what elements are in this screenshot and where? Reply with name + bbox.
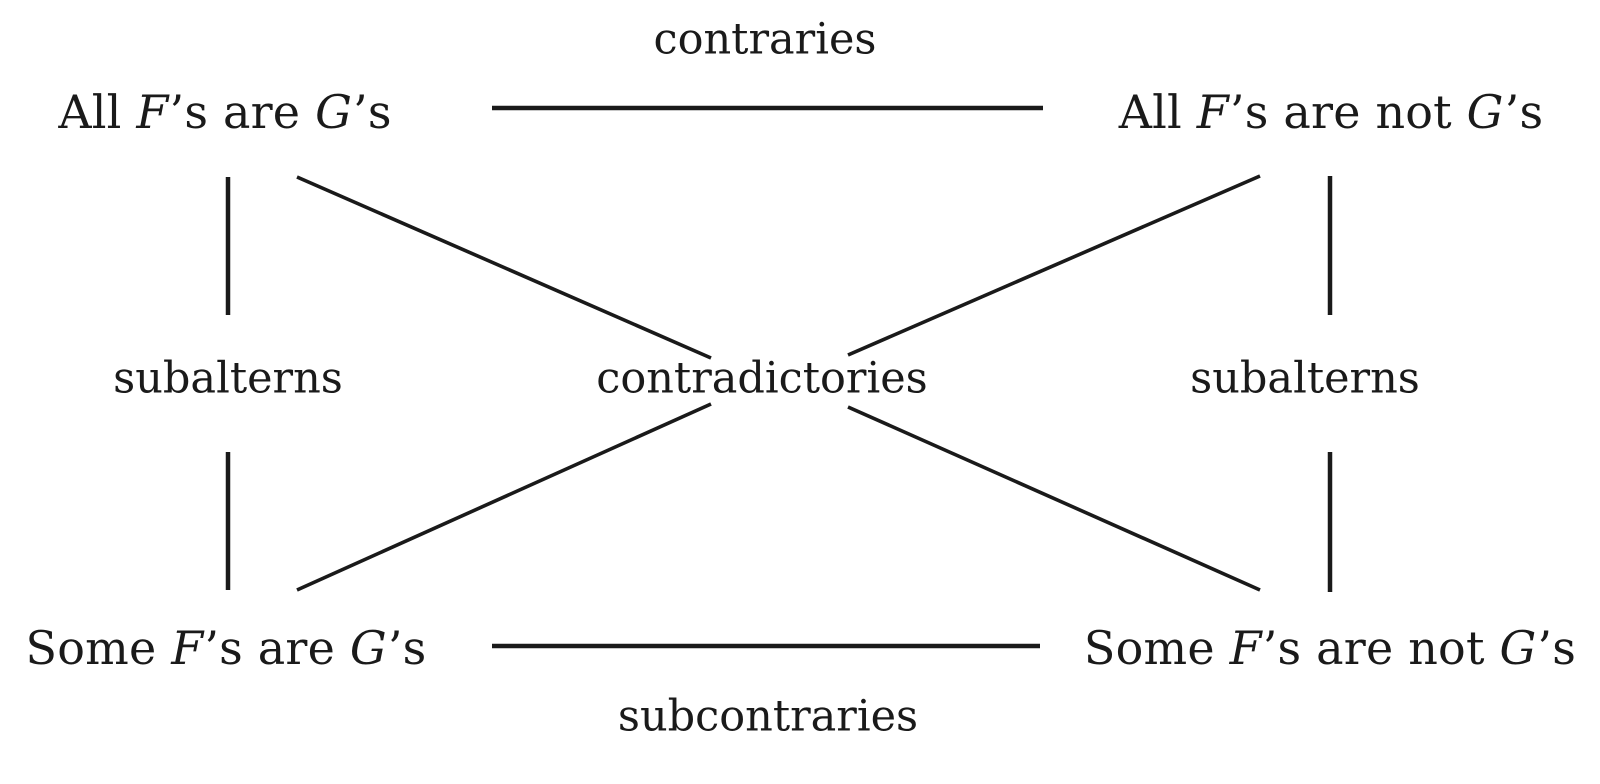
node-text-prefix: All (1118, 85, 1197, 139)
node-variable-g: G (1499, 621, 1537, 675)
node-text-suffix: ’s (387, 621, 427, 675)
relation-label-subcontraries: subcontraries (617, 691, 919, 742)
node-universal-negative: All F’s are not G’s (1119, 89, 1544, 135)
node-text-mid: ’s are not (1229, 85, 1467, 139)
node-text-prefix: All (58, 85, 137, 139)
node-variable-g: G (349, 621, 387, 675)
node-text-prefix: Some (25, 621, 172, 675)
node-variable-g: G (1466, 85, 1504, 139)
node-particular-affirmative: Some F’s are G’s (26, 625, 427, 671)
contradictory-center-to-tr-line (847, 174, 1261, 357)
node-text-suffix: ’s (1537, 621, 1577, 675)
relation-label-contradictories: contradictories (596, 353, 928, 404)
contradictory-center-to-br-line (847, 405, 1261, 592)
node-text-prefix: Some (1083, 621, 1230, 675)
node-text-mid: ’s are (169, 85, 316, 139)
node-particular-negative: Some F’s are not G’s (1084, 625, 1576, 671)
node-variable-f: F (171, 621, 204, 675)
relation-label-subalterns-right: subalterns (1190, 353, 1420, 404)
node-variable-g: G (315, 85, 353, 139)
node-variable-f: F (1196, 85, 1229, 139)
node-universal-affirmative: All F’s are G’s (58, 89, 391, 135)
node-variable-f: F (1229, 621, 1262, 675)
node-text-suffix: ’s (353, 85, 392, 139)
relation-label-contraries: contraries (653, 14, 877, 65)
contradictory-bl-to-center-line (296, 402, 712, 592)
node-text-mid: ’s are (204, 621, 350, 675)
relation-label-subalterns-left: subalterns (113, 353, 343, 404)
node-text-mid: ’s are not (1262, 621, 1500, 675)
contradictory-tl-to-center-line (296, 175, 712, 360)
node-variable-f: F (136, 85, 169, 139)
node-text-suffix: ’s (1504, 85, 1544, 139)
